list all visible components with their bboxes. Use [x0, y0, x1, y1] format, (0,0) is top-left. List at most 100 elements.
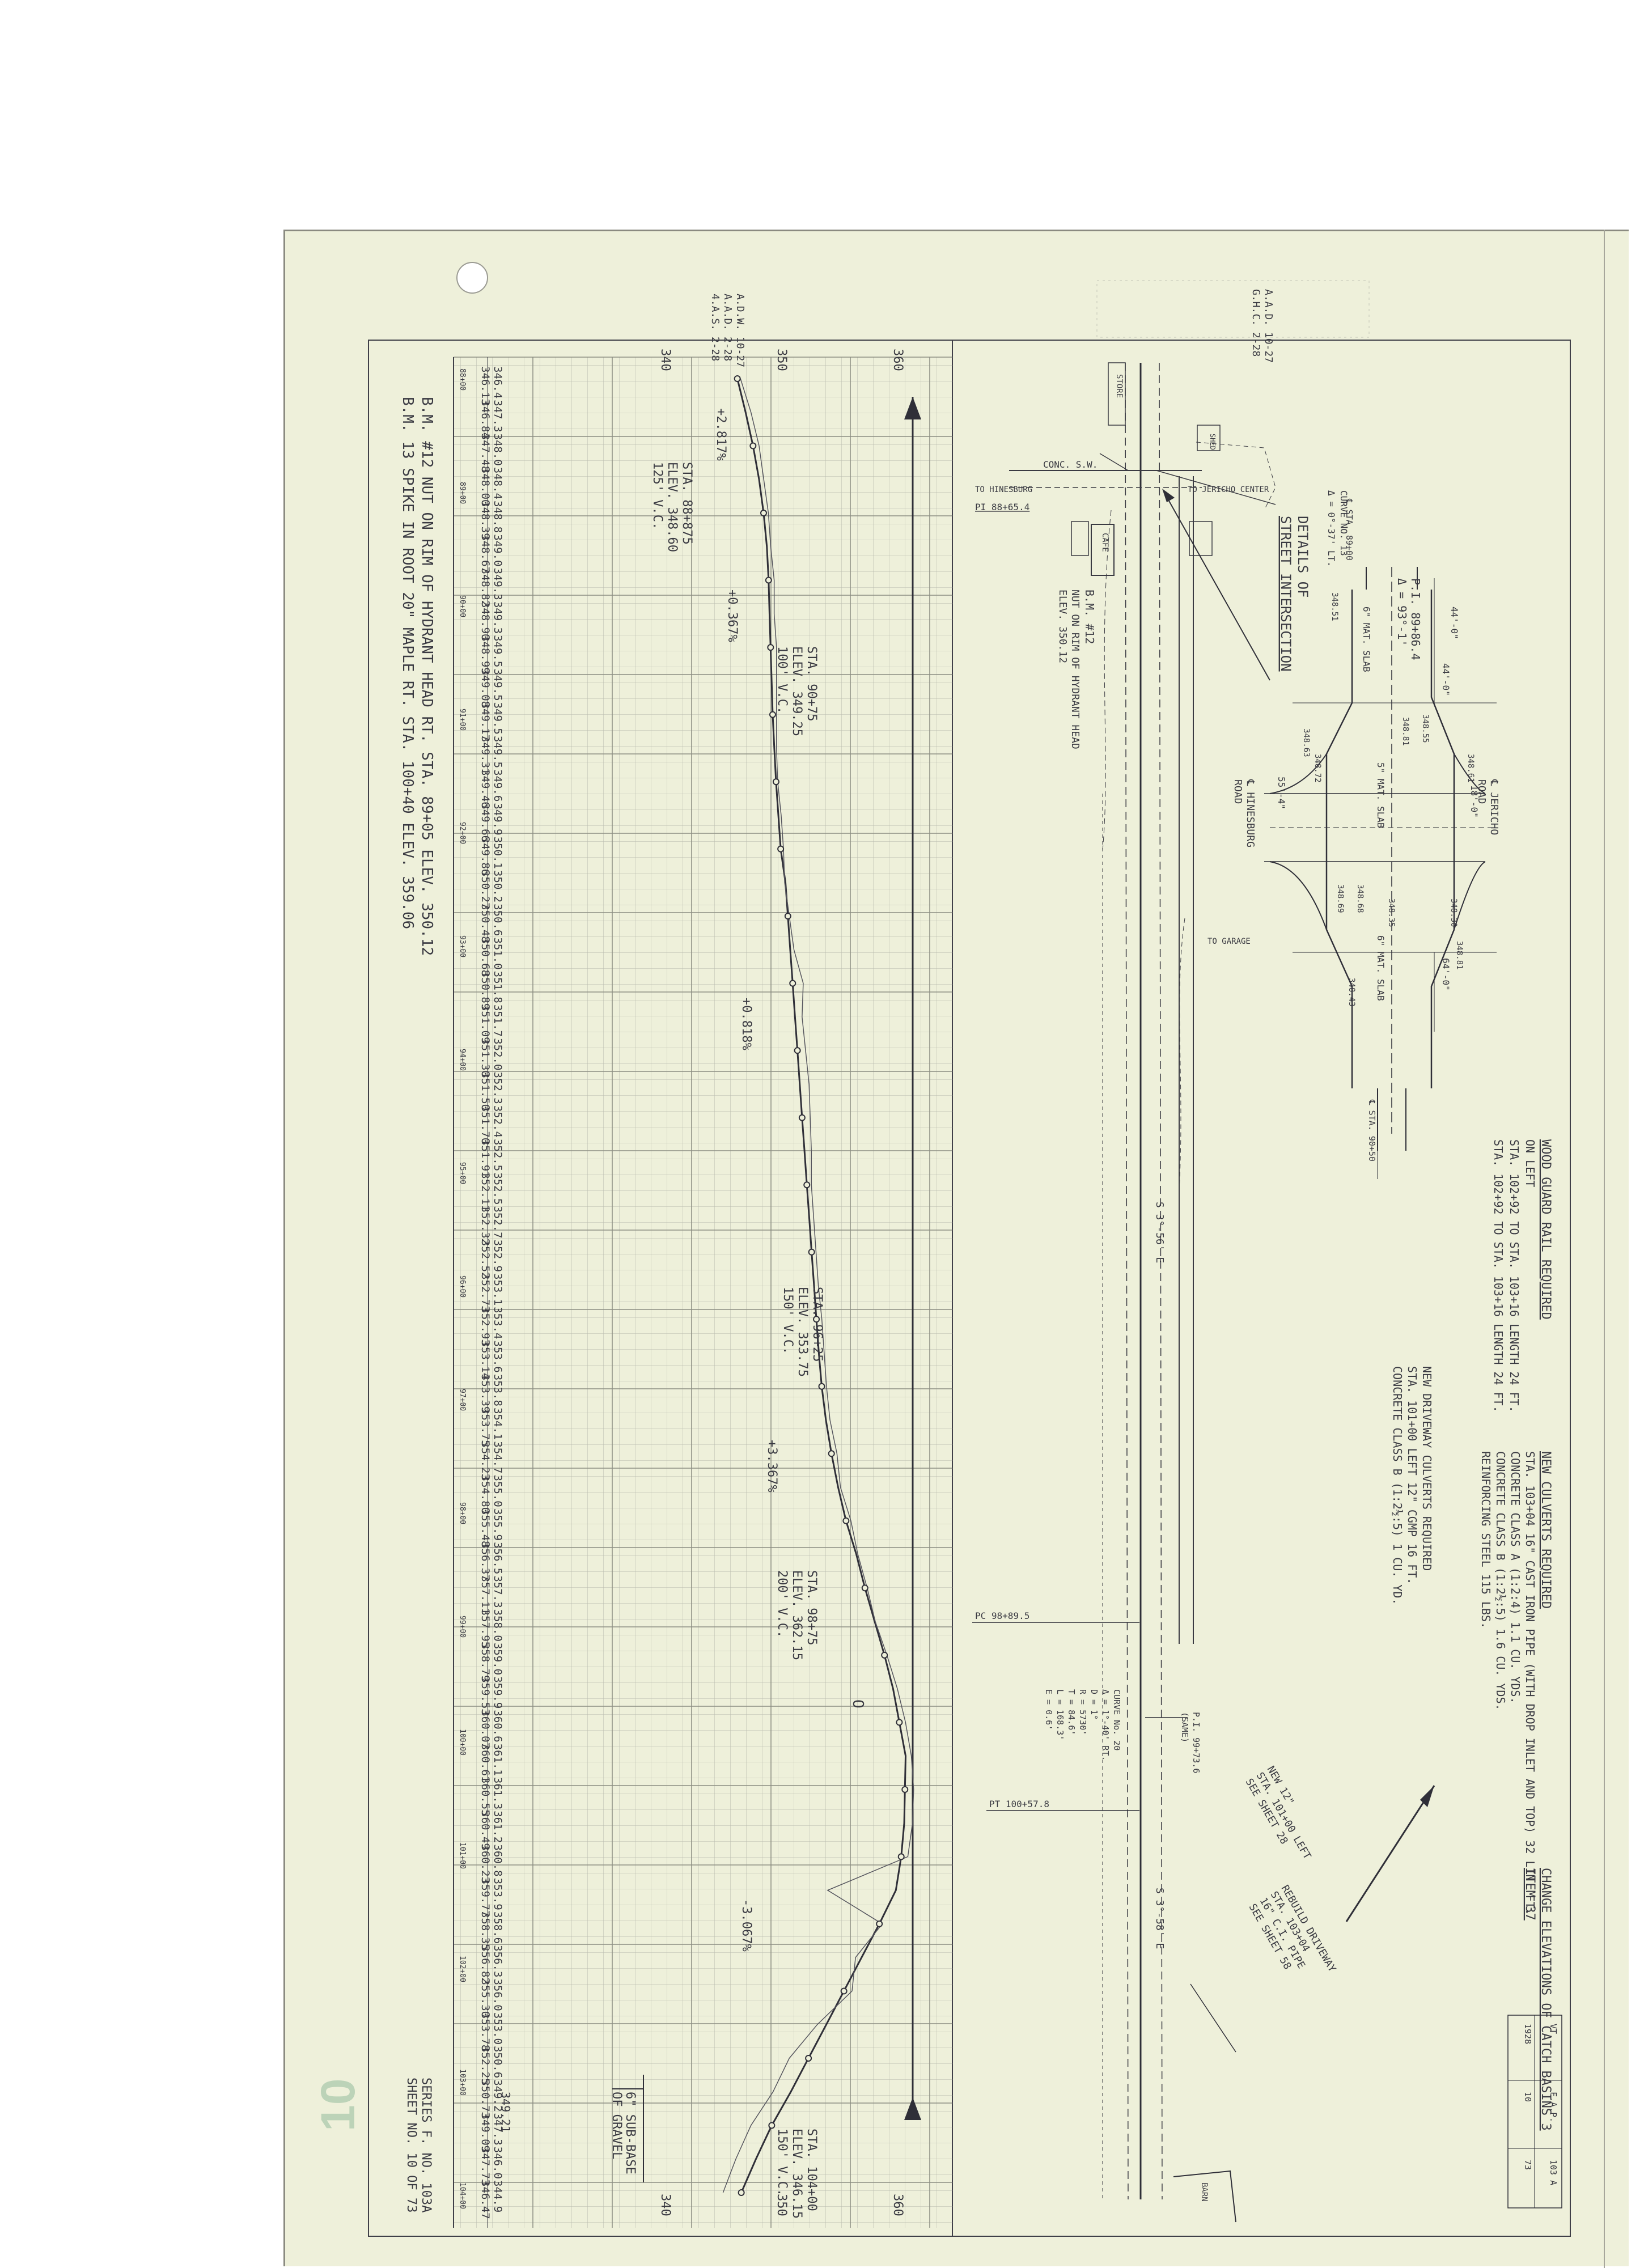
station-label: 96+00 — [458, 1275, 467, 1298]
elevation-pair-top: 354.1 — [491, 1408, 504, 1440]
elevation-pair-top: 356.5 — [491, 1542, 504, 1574]
elevation-pair-bottom: 349.09 — [479, 2113, 491, 2152]
elevation-pair-top: 353.0 — [491, 2012, 504, 2045]
elevation-axis-tick: 360 — [891, 2194, 905, 2216]
approvals-left: A.D.W. 10-27 A.A.D. 2-28 4.A.S. 2-28 — [709, 294, 746, 367]
station-label: 100+00 — [458, 1729, 467, 1756]
svg-text:ELEV. 348.60: ELEV. 348.60 — [665, 462, 679, 552]
elevation-pair-bottom: 351.91 — [479, 1139, 491, 1178]
profile-grade-line — [736, 378, 907, 2193]
elevation-pair-bottom: 360.23 — [479, 1844, 491, 1883]
station-label: 104+00 — [458, 2182, 467, 2209]
svg-text:T = 84.6': T = 84.6' — [1066, 1689, 1077, 1735]
station-label: 94+00 — [458, 1049, 467, 1071]
elevation-pair-top: 347.3 — [491, 2113, 504, 2145]
svg-text:L = 168.3': L = 168.3' — [1055, 1689, 1065, 1740]
elevation-pair-bottom: 356.37 — [479, 1542, 491, 1581]
svg-text:ELEV. 353.75: ELEV. 353.75 — [795, 1287, 810, 1377]
svg-text:A.A.D. 10-27: A.A.D. 10-27 — [1262, 289, 1274, 363]
svg-text:Δ = 1°-40' RT.: Δ = 1°-40' RT. — [1100, 1689, 1111, 1761]
station-label: 101+00 — [458, 1842, 467, 1869]
elevation-axis-tick: 350 — [774, 2194, 789, 2216]
label-jericho-road: ℄ JERICHO ROAD — [1476, 779, 1500, 835]
svg-text:STA. 102+92 TO STA. 103+16 L: STA. 102+92 TO STA. 103+16 LENGTH 24 FT. — [1507, 1139, 1521, 1413]
elevation-pair-bottom: 348.90 — [479, 601, 491, 641]
elevation-pair-bottom: 357.11 — [479, 1575, 491, 1614]
elevation-pair-top: 350.6 — [491, 2046, 504, 2078]
svg-text:200' V.C.: 200' V.C. — [775, 1570, 789, 1638]
svg-text:73: 73 — [1523, 2160, 1533, 2170]
elevation-pair-top: 349.6 — [491, 769, 504, 802]
svg-text:D = 1°: D = 1° — [1089, 1689, 1099, 1720]
svg-text:OF GRAVEL: OF GRAVEL — [609, 2092, 624, 2159]
building-shed — [1197, 425, 1221, 451]
elevation-pair-top: 352.5 — [491, 1172, 504, 1205]
elevation-pair-top: 349.5 — [491, 635, 504, 667]
label-curve13: CURVE NO. 13 Δ = 0°-37' LT. — [1326, 490, 1349, 567]
elevation-pair-top: 348.8 — [491, 501, 504, 533]
svg-text:SERIES F. NO. 103A: SERIES F. NO. 103A — [419, 2078, 433, 2212]
svg-text:STA. 90+75: STA. 90+75 — [804, 646, 819, 721]
profile-point — [768, 2122, 776, 2129]
svg-text:CONCRETE CLASS B (1:2½:5) 1 C: CONCRETE CLASS B (1:2½:5) 1 CU. YD. — [1391, 1366, 1404, 1605]
elevation-pair-top: 350.2 — [491, 870, 504, 902]
svg-text:F.A.P.: F.A.P. — [1548, 2092, 1558, 2122]
intersection-elevation: 348.72 — [1313, 754, 1322, 783]
elevation-pair-top: 352.3 — [491, 1071, 504, 1104]
station-label: 102+00 — [458, 1956, 467, 1982]
elevation-pair-top: 349.9 — [491, 803, 504, 835]
svg-text:CHANGE ELEVATIONS OF CATCH BAS: CHANGE ELEVATIONS OF CATCH BASINS 3 — [1539, 1868, 1553, 2131]
elevation-pair-bottom: 350.89 — [479, 971, 491, 1010]
elevation-pair-top: 350.1 — [491, 837, 504, 869]
elevation-pair-top: 349.5 — [491, 668, 504, 701]
road-edge-right — [1159, 362, 1163, 2200]
profile-point — [734, 375, 741, 382]
elevation-pair-top: 359.9 — [491, 1676, 504, 1709]
svg-text:STA. 98+75: STA. 98+75 — [804, 1570, 819, 1645]
station-label: 91+00 — [458, 709, 467, 731]
intersection-detail — [1264, 567, 1497, 1179]
building-store — [1108, 362, 1126, 426]
pvi-label-3: STA. 96+25 ELEV. 353.75 150' V.C. — [781, 1287, 824, 1377]
svg-text:CONCRETE CLASS B (1:2½:5) 1.: CONCRETE CLASS B (1:2½:5) 1.6 CU. YDS. — [1494, 1451, 1507, 1711]
note-rebuild-driveway: REBUILD DRIVEWAY STA. 103+04 16" C.I. PI… — [1247, 1883, 1338, 1974]
station-label: 103+00 — [458, 2069, 467, 2096]
profile-point — [769, 711, 776, 718]
svg-text:NUT ON RIM OF HYDRANT HEAD: NUT ON RIM OF HYDRANT HEAD — [1069, 590, 1081, 749]
elevation-pair-top: 355.9 — [491, 1508, 504, 1541]
svg-text:Δ = 93°-1': Δ = 93°-1' — [1395, 578, 1409, 646]
profile-point — [897, 1853, 905, 1860]
bottom-value: 349.21 — [499, 2092, 512, 2133]
pvi-label-5: STA. 104+00 ELEV. 346.15 150' V.C. — [775, 2129, 819, 2219]
elevation-pair-bottom: 352.52 — [479, 1240, 491, 1279]
elevation-pair-bottom: 348.00 — [479, 467, 491, 506]
svg-text:6" SUB-BASE: 6" SUB-BASE — [623, 2092, 637, 2174]
profile-point — [784, 913, 791, 920]
svg-text:B.M. #12 NUT ON RIM OF HYDRAN: B.M. #12 NUT ON RIM OF HYDRANT HEAD RT. … — [418, 397, 435, 956]
label-to-jericho: TO JERICHO CENTER — [1188, 485, 1269, 494]
grade-label-2: +0.367% — [725, 590, 739, 642]
elevation-pair-top: 349.0 — [491, 534, 504, 566]
elevation-pair-bottom: 350.73 — [479, 2079, 491, 2118]
station-label: 95+00 — [458, 1162, 467, 1184]
svg-text:CURVE NO. 13: CURVE NO. 13 — [1338, 490, 1349, 556]
dim-3: 55'-4" — [1276, 777, 1287, 809]
elevation-pair-top: 348.0 — [491, 434, 504, 466]
elevation-pair-top: 356.0 — [491, 1978, 504, 2011]
pvi-label-4: STA. 98+75 ELEV. 362.15 200' V.C. — [775, 1570, 819, 1660]
svg-text:ELEV. 346.15: ELEV. 346.15 — [790, 2129, 804, 2219]
